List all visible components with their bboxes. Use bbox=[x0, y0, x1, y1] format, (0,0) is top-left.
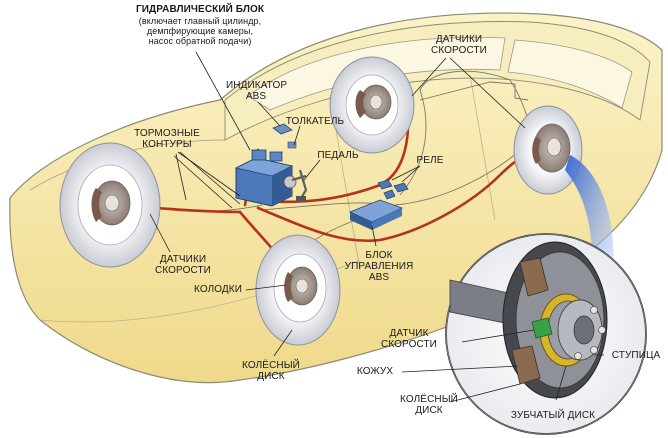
hub-label: СТУПИЦА bbox=[611, 350, 661, 361]
speed-sensor-detail-label: ДАТЧИК СКОРОСТИ bbox=[381, 328, 437, 350]
pads-label: КОЛОДКИ bbox=[194, 284, 242, 295]
cover-label: КОЖУХ bbox=[356, 366, 394, 377]
abs-indicator-label: ИНДИКАТОР ABS bbox=[226, 80, 288, 102]
rear-right-wheel bbox=[513, 105, 583, 195]
hydraulic-unit bbox=[234, 149, 297, 207]
wheel-disc-front-label: КОЛЁСНЫЙ ДИСК bbox=[242, 360, 300, 382]
front-left-wheel bbox=[59, 142, 161, 268]
hydraulic-block-description: (включает главный цилиндр, демпфирующие … bbox=[138, 16, 262, 46]
speed-sensors-top-label: ДАТЧИКИ СКОРОСТИ bbox=[431, 34, 487, 56]
relay-label: РЕЛЕ bbox=[416, 155, 444, 166]
front-right-wheel bbox=[255, 234, 341, 346]
brake-circuits-label: ТОРМОЗНЫЕ КОНТУРЫ bbox=[134, 128, 200, 150]
abs-control-unit-label: БЛОК УПРАВЛЕНИЯ ABS bbox=[344, 250, 414, 283]
speed-sensors-left-label: ДАТЧИКИ СКОРОСТИ bbox=[155, 254, 211, 276]
leader-lines bbox=[149, 51, 526, 357]
toothed-disc-label: ЗУБЧАТЫЙ ДИСК bbox=[510, 410, 596, 421]
pusher-label: ТОЛКАТЕЛЬ bbox=[285, 116, 345, 127]
abs-indicator-lamp bbox=[272, 123, 293, 135]
abs-control-unit-box bbox=[348, 199, 404, 230]
pedal-label: ПЕДАЛЬ bbox=[317, 150, 359, 161]
hydraulic-block-title: ГИДРАВЛИЧЕСКИЙ БЛОК bbox=[135, 4, 265, 15]
wheel-hub-detail bbox=[401, 233, 647, 435]
pedal-assembly bbox=[287, 141, 308, 201]
wheel-disc-detail-label: КОЛЁСНЫЙ ДИСК bbox=[400, 394, 458, 416]
rear-left-wheel bbox=[329, 56, 415, 154]
relays bbox=[377, 179, 409, 200]
